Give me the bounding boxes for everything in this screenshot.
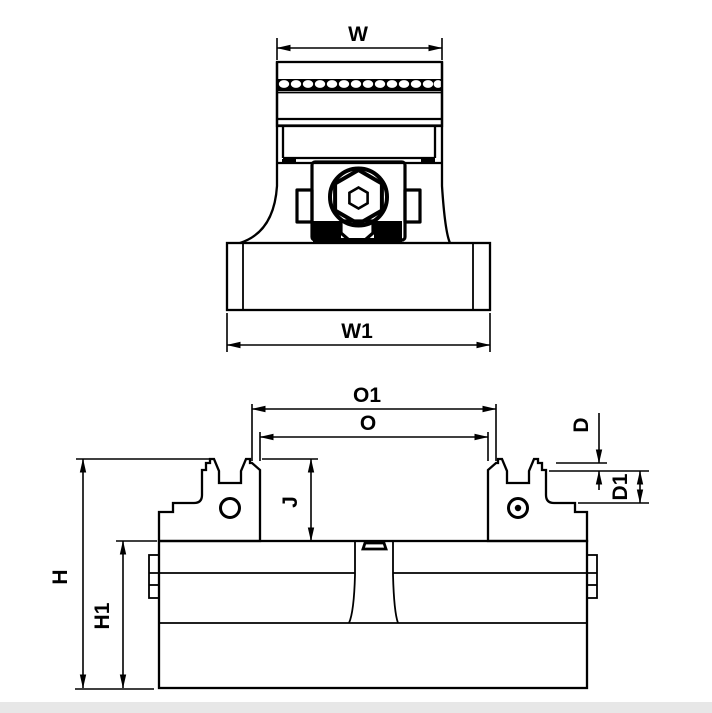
- dim-label-d: D: [570, 417, 593, 432]
- dim-label-h: H: [49, 569, 72, 584]
- right-jaw-hole-center: [514, 504, 522, 512]
- center-screw-mechanism: [295, 160, 422, 242]
- dimension-w1: W1: [226, 313, 491, 352]
- top-view: W W1: [225, 23, 492, 352]
- hex-bolt-head: [333, 167, 384, 227]
- center-tongue: [348, 541, 399, 624]
- dimension-h: H: [49, 458, 211, 690]
- dimension-o: O: [259, 412, 489, 461]
- jaw-plate: [275, 60, 444, 128]
- dimension-w: W: [276, 23, 443, 60]
- base-block-top-view: [225, 241, 492, 312]
- left-side-rail: [148, 554, 160, 599]
- left-ear-tab: [295, 188, 314, 224]
- footer-strip: [0, 702, 712, 713]
- dimension-j: J: [262, 458, 318, 542]
- front-view: O1 O J H H1: [49, 384, 649, 690]
- right-ear-tab: [403, 188, 422, 224]
- dimension-h1: H1: [91, 540, 157, 689]
- dimension-d1: D1: [578, 470, 649, 504]
- left-jaw: [157, 457, 262, 543]
- center-key-cap: [361, 541, 388, 551]
- dim-label-d1: D1: [609, 473, 632, 500]
- hex-socket: [348, 185, 369, 211]
- dim-label-w1: W1: [341, 320, 373, 343]
- body-flare: [239, 62, 452, 245]
- dim-label-o1: O1: [353, 384, 381, 407]
- dimension-d: D: [549, 413, 649, 490]
- dim-label-o: O: [360, 412, 376, 435]
- dimension-o1: O1: [251, 384, 497, 461]
- serration-band: [277, 79, 443, 94]
- left-jaw-hole: [219, 497, 241, 519]
- dim-label-j: J: [279, 496, 302, 508]
- right-jaw: [486, 457, 589, 543]
- vise-body: [148, 539, 598, 690]
- dim-label-h1: H1: [91, 602, 114, 629]
- dim-label-w: W: [348, 23, 368, 46]
- right-side-rail: [586, 554, 598, 599]
